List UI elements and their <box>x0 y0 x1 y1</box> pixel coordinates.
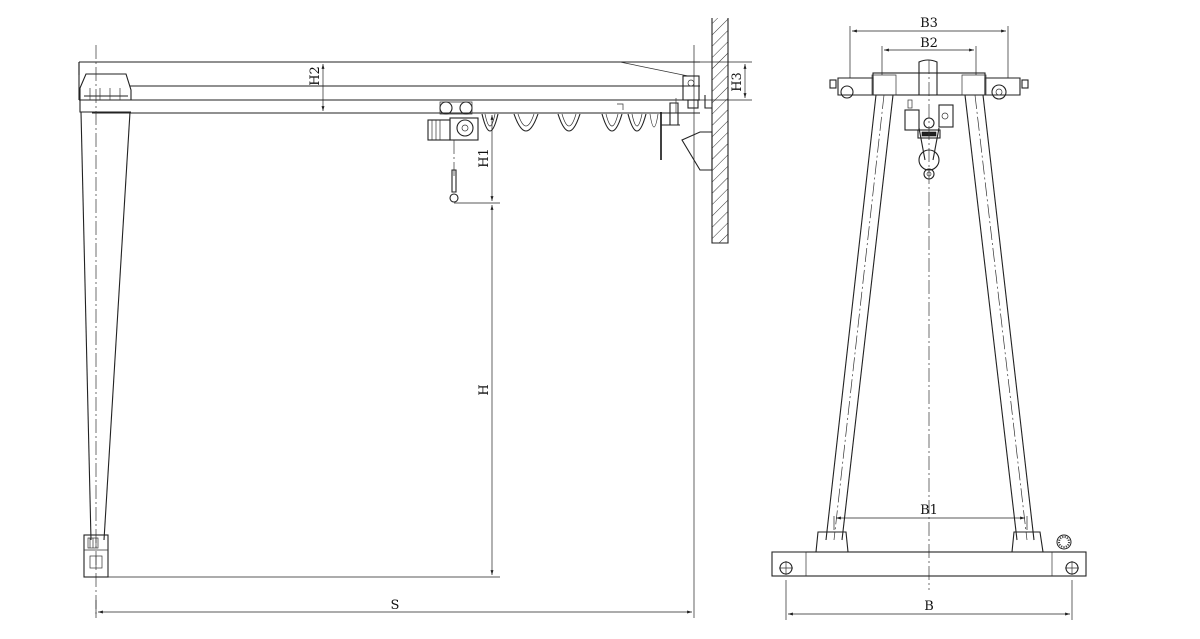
dim-label-B3: B3 <box>920 16 938 31</box>
dim-label-S: S <box>391 598 400 613</box>
wall-bracket-carriage <box>660 75 700 160</box>
leg-feet <box>815 74 1044 553</box>
building-wall <box>681 18 729 244</box>
dim-label-B2: B2 <box>920 36 938 51</box>
sill-beam <box>771 534 1087 577</box>
end-view: B3 B2 B1 B <box>771 16 1087 620</box>
top-end-carriage <box>79 73 132 113</box>
dim-label-H2: H2 <box>308 66 323 86</box>
side-view: S H H1 H2 H3 <box>78 18 752 618</box>
dim-label-B1: B1 <box>920 503 938 518</box>
dim-label-H3: H3 <box>730 72 745 92</box>
main-girder <box>78 61 700 114</box>
end-view-dimensions: B3 B2 B1 B <box>785 16 1073 620</box>
left-leg <box>80 45 131 615</box>
a-frame-legs <box>825 60 1035 590</box>
dim-label-B: B <box>924 599 934 614</box>
side-view-dimensions: S H H1 H2 H3 <box>95 45 752 618</box>
ground-travel-block <box>83 534 109 578</box>
dim-label-H1: H1 <box>477 148 492 168</box>
dim-label-H: H <box>477 384 492 395</box>
electric-hoist <box>427 101 479 203</box>
festoon-cable <box>481 103 659 132</box>
